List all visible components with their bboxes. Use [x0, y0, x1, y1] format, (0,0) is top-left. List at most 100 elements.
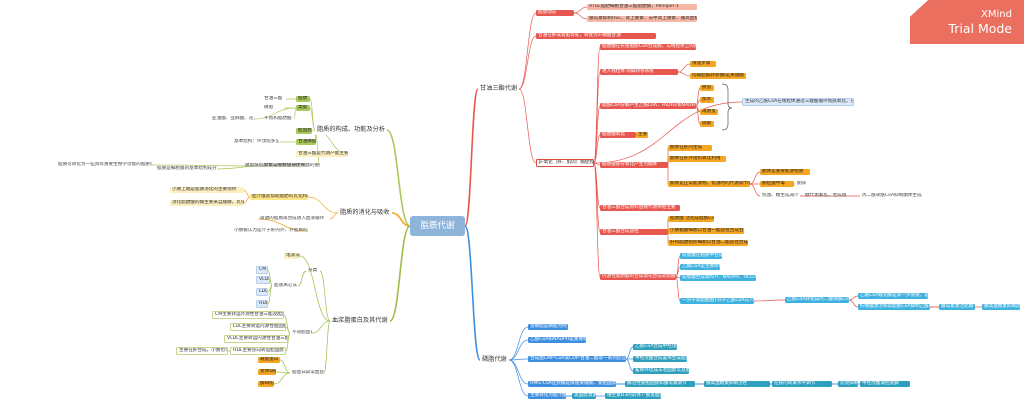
topic-n4-1-1[interactable]: 小肠上端是脂质消化的主要场所: [170, 187, 244, 193]
topic-n1-3-6[interactable]: 脂肪酸部分氧化产生为酮体: [600, 162, 668, 168]
topic-n2-5-2[interactable]: 维生素D3的前体7-脱氢胆固醇: [605, 393, 661, 399]
branch-b1[interactable]: 甘油三酯代谢: [478, 84, 520, 94]
topic-n1-3-9-4-1[interactable]: 乙酰CoA转化成丙二酸单酰CoA: [785, 297, 849, 303]
topic-n1-3-9-4-1-2[interactable]: 柠檬酸激活和软脂酰CoA抑制乙酰CoA羧化酶: [858, 304, 930, 310]
topic-n1-3-3-2[interactable]: 加水: [700, 97, 714, 103]
branch-b5[interactable]: 血浆脂蛋白及其代谢: [330, 316, 390, 326]
topic-n1-3-8-1[interactable]: 脂肪酸 活化成脂酰CoA: [668, 216, 714, 222]
topic-n1-3-3-4[interactable]: 硫解: [700, 121, 714, 127]
topic-n1-3-9-2[interactable]: 乙酰CoA是主要原料: [680, 264, 720, 270]
topic-n5-2-1-1[interactable]: CM: [256, 266, 268, 274]
topic-n1-3-2-1[interactable]: 限速步骤: [690, 61, 716, 67]
topic-n1-3-8-3[interactable]: 肝和脂肪组织细胞以甘油二酯途径合成甘油三酯: [668, 240, 748, 246]
topic-n1-3-6-3[interactable]: 酮体是正常能源物，饥饿时的代谢调节特点: [668, 181, 750, 187]
branch-b2[interactable]: 磷脂代谢: [480, 355, 509, 365]
topic-n1-3-5[interactable]: 脂肪酸氧化: [600, 132, 636, 138]
connector-n1-3-6-3-3: [749, 183, 761, 197]
topic-n1-3-6-2[interactable]: 酮体在肝外组织氧化利用: [668, 156, 726, 162]
topic-n2-4-5[interactable]: 甲羟戊酸调控此酶: [860, 381, 910, 387]
topic-n3-5[interactable]: 甘油三酯是代谢产能主要: [296, 151, 348, 157]
topic-n5-2-1-2[interactable]: VLDL: [256, 276, 270, 284]
topic-n2-4-4[interactable]: 反馈抑制: [838, 381, 858, 387]
topic-n5-2[interactable]: 分类: [308, 268, 318, 273]
topic-n1-3-9-4[interactable]: 一分子软脂酸由1分子乙酰CoA与7分子丙二酸单酰CoA缩合而成: [680, 298, 754, 304]
topic-n2-5[interactable]: 主要转化为胆汁酸: [528, 393, 566, 399]
topic-n1-3-3-3[interactable]: 再脱氢: [700, 109, 718, 115]
topic-n3-2-1[interactable]: 磷脂: [264, 105, 274, 110]
topic-n2-3-2[interactable]: 甲羟戊酸合成鲨烯生成脂质: [633, 356, 687, 362]
topic-n1-3-6-3-2-1[interactable]: 酮尿: [797, 181, 807, 186]
topic-n5-4-2[interactable]: 受体缺陷: [258, 369, 276, 375]
topic-n3-4-1[interactable]: 基本结构：环戊烷多氢菲: [234, 139, 278, 144]
topic-n1-3-4[interactable]: 生成的乙酰CoA在线粒体通过三羧酸循环彻底氧化，在肝部分为酮体: [742, 98, 854, 106]
topic-n2-5-1[interactable]: 类固醇激素: [572, 393, 596, 399]
topic-n2-3-3[interactable]: 鲨烯环化成羊毛固醇以及胆固醇: [633, 368, 689, 374]
topic-n3-3[interactable]: 胆固醇: [296, 128, 312, 134]
topic-n2-4[interactable]: HMG-CoA还原酶是限速关键酶，受胆固醇调控: [528, 381, 616, 387]
topic-n1-3-6-3-2[interactable]: 酮症酸中毒: [760, 181, 794, 187]
topic-n4-1-2[interactable]: 消化脂肪酸的酶主要来自胰腺，乳化后的脂质分解: [170, 200, 244, 206]
topic-n2-2[interactable]: 乙酰CoA和NADPH是重要原料: [528, 337, 586, 343]
topic-n1-3-6-3-1[interactable]: 酮体是重要能源物质: [760, 169, 810, 175]
topic-n3-1[interactable]: 脂肪: [296, 96, 310, 102]
topic-n1-3-6-3-3[interactable]: 饥饿、糖生成减少: [762, 193, 799, 198]
topic-n1-3-7[interactable]: 甘油三酯合成原料由糖代谢供给主要: [600, 205, 680, 211]
topic-n1-3-9[interactable]: 内源性脂肪酸的合成需先合成软脂酸: [600, 274, 676, 280]
topic-n1-3-3[interactable]: 脂酰CoA分解产生乙酰CoA，FADH2和NADH: [600, 103, 696, 109]
topic-n2-1[interactable]: 含磷脂是磷脂为例: [528, 324, 568, 330]
topic-n3-2-2[interactable]: 不饱和脂肪酸: [264, 116, 292, 121]
topic-n1-1[interactable]: 脂肪动员: [536, 10, 574, 16]
topic-n1-3-8[interactable]: 甘油三酯合成途径: [600, 229, 668, 235]
topic-n1-3[interactable]: β-氧化（肝、肌肉）酶促程: [536, 159, 594, 167]
topic-n5-3-1[interactable]: CM主要转运外源性甘油三酯及胆固醇: [212, 311, 284, 319]
topic-n4-2-1[interactable]: 小肠被认为是介于肝内外、外脂质的选择性屏障: [234, 228, 308, 233]
topic-n3-1-1[interactable]: 甘油三酯: [264, 96, 283, 101]
topic-n4-2[interactable]: 吸收的脂质再合成进入血液循环: [260, 216, 325, 221]
topic-n1-3-6-1[interactable]: 酮体在肝内生成: [668, 145, 712, 151]
topic-n2-3[interactable]: 合成由CMP-CoA或CDP-甘油二酯等一系列反应: [528, 356, 626, 362]
topic-n1-3-6-3-3-2[interactable]: 丙二酰单酰CoA抑制酮体生成: [862, 193, 922, 198]
topic-n1-1-2[interactable]: 胰岛素抑制HSL，肾上腺素、去甲肾上腺素、胰高血糖素等促进动员: [587, 16, 697, 22]
topic-n2-4-1[interactable]: 酶活性受胆固醇和胰岛素调节: [625, 381, 695, 387]
topic-n1-3-9-4-1-1[interactable]: 乙酰CoA羧化酶是第一步限速，是关键调节酶: [858, 293, 928, 299]
topic-n1-3-1[interactable]: 脂肪酸在长链脂酰CoA合成酶，与线粒体上的脂酰CoA连接酶作用生成: [600, 44, 696, 50]
topic-n2-4-3[interactable]: 在核内转录水平调节: [772, 381, 832, 387]
topic-n3-4[interactable]: 甘油磷脂、鞘磷脂: [296, 139, 316, 145]
topic-n1-1-1[interactable]: ATGL脂肪细胞甘油三酯脂肪酶，Perilipin-1: [587, 4, 697, 10]
topic-n2-3-1[interactable]: 乙酰CoA合成甲羟戊酸: [633, 344, 677, 350]
topic-n1-3-8-2[interactable]: 小肠黏膜细胞以甘油一酯途径合成甘油三酯: [668, 228, 744, 234]
topic-n3-2-3[interactable]: 亚油酸、亚麻酸、花生四烯酸: [212, 116, 254, 121]
topic-n1-3-6-3-3-1[interactable]: 糖代谢紊乱，生成增加: [805, 193, 847, 198]
topic-n1-3-3-1[interactable]: 脱氢: [700, 85, 714, 91]
topic-n2-4-2[interactable]: 胰高血糖素抑制活性: [704, 381, 770, 387]
topic-n1-3-9-4-1-2-1[interactable]: 胰岛素激活此酶: [939, 304, 975, 310]
topic-n1-3-9-4-1-2-2[interactable]: 胰高血糖素抑制此酶: [982, 304, 1020, 310]
topic-n1-3-2-2[interactable]: 肉碱脂酰转移酶I是关键酶: [690, 73, 746, 79]
topic-n1-3-2[interactable]: 进入线粒体 肉碱转移系统: [600, 69, 678, 75]
branch-b3[interactable]: 脂质的构成、功能及分析: [315, 125, 388, 135]
topic-n3-6-3[interactable]: 脂质可转化为一些具有重要生物学功能的脂质化合物: [58, 162, 152, 167]
topic-n1-3-9-3[interactable]: 软脂酸合成需ATP、NADPH、HCO3⁻（CO2）、Mn2+: [680, 275, 756, 281]
topic-n5-4-3[interactable]: 酶缺陷: [258, 381, 274, 387]
topic-n3-6-2[interactable]: 脂质是细胞膜的基本结构成分: [157, 166, 217, 171]
topic-n3-6[interactable]: 储能是生物维持生物膜的重要组分: [264, 163, 320, 168]
topic-n3-6-1[interactable]: 磷脂酰肌醇参与细胞信号转导: [245, 163, 305, 168]
topic-n1-2[interactable]: 甘油在肝或肾脏等处，转变为3-磷酸甘油: [536, 33, 656, 39]
topic-n1-3-5-1[interactable]: 主要: [636, 132, 648, 138]
topic-n5-2-1-4[interactable]: HDL: [256, 300, 268, 308]
topic-n5-3[interactable]: 不同脂蛋白: [292, 330, 312, 335]
topic-n5-3-4-1[interactable]: 主要在肝合成，小肠也可合成: [176, 347, 228, 355]
topic-n5-1[interactable]: 电泳法: [284, 253, 300, 259]
topic-n5-4-1[interactable]: 载脂蛋白: [258, 357, 280, 363]
topic-n5-2-1-3[interactable]: LDL: [256, 288, 268, 296]
root-topic[interactable]: 脂质代谢: [410, 216, 465, 236]
topic-n3-2[interactable]: 类脂: [296, 105, 310, 111]
topic-n5-3-4[interactable]: HDL主要逆向转运胆固醇: [230, 347, 286, 355]
topic-n4-1[interactable]: 胆汁酸盐帮助脂肪的乳化和吸收: [250, 194, 308, 200]
branch-b4[interactable]: 脂质的消化与吸收: [338, 208, 392, 218]
topic-n5-2-1[interactable]: 超速离心法: [274, 283, 297, 288]
topic-n5-3-2[interactable]: LDL主要转运内源性胆固醇: [230, 323, 286, 331]
topic-n1-3-9-1[interactable]: 软脂酸在胞质中合成: [680, 253, 722, 259]
topic-n5-3-3[interactable]: VLDL主要转运内源性甘油三酯: [224, 335, 288, 343]
topic-n5-4[interactable]: 脂蛋白异常血症: [292, 370, 324, 375]
